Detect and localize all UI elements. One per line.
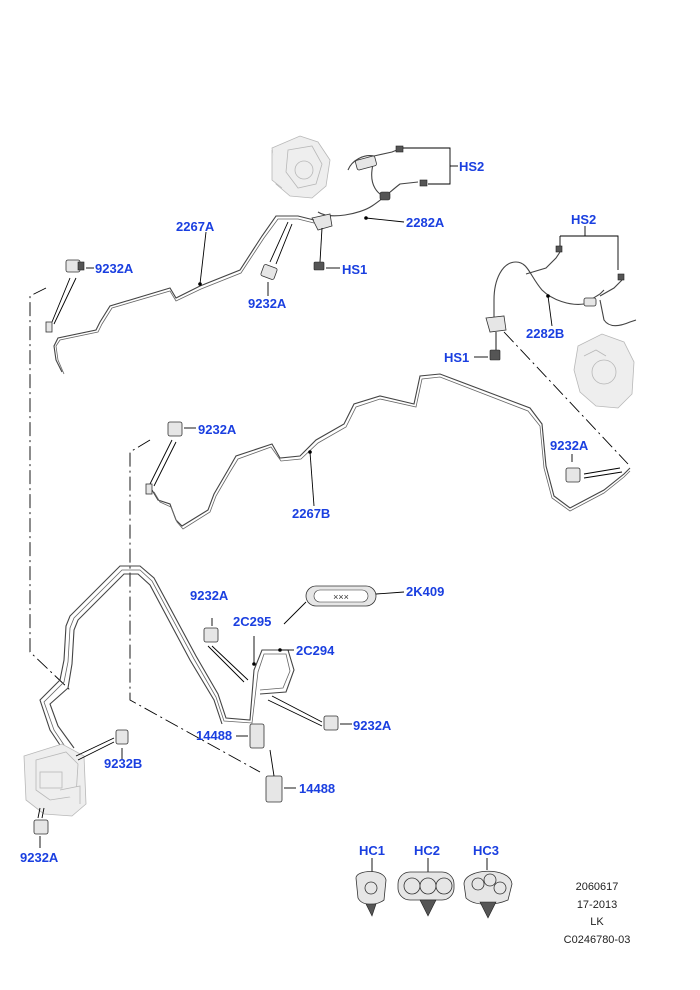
sensor-harness-2282a bbox=[311, 145, 428, 231]
hs2-right-callout bbox=[559, 226, 619, 270]
label-9232a-7: 9232A bbox=[20, 850, 59, 865]
sensor-harness-2282b bbox=[485, 245, 637, 333]
label-2k409: 2K409 bbox=[406, 584, 444, 599]
label-14488-1: 14488 bbox=[196, 728, 232, 743]
ref-line-2: 17-2013 bbox=[577, 899, 617, 911]
hs2-top-callout bbox=[403, 147, 458, 185]
fitting-9232a-7 bbox=[33, 807, 49, 848]
dash-link-right bbox=[503, 331, 629, 465]
clip-hc2 bbox=[397, 858, 455, 917]
clip-hc3 bbox=[463, 858, 513, 919]
label-2c295: 2C295 bbox=[233, 614, 271, 629]
union-14488-1 bbox=[236, 723, 265, 749]
brake-pipe-2267b bbox=[151, 373, 631, 530]
ref-line-4: C0246780-03 bbox=[564, 934, 631, 946]
label-9232a-1: 9232A bbox=[95, 261, 134, 276]
label-hs2-right: HS2 bbox=[571, 212, 596, 227]
label-9232a-5: 9232A bbox=[190, 588, 229, 603]
front-caliper-top bbox=[271, 135, 331, 199]
bolt-hs1-top bbox=[319, 227, 323, 263]
label-hc1: HC1 bbox=[359, 843, 385, 858]
fitting-9232a-1 bbox=[45, 259, 94, 333]
abs-modulator bbox=[23, 743, 87, 817]
label-hs1-right: HS1 bbox=[444, 350, 469, 365]
label-9232a-3: 9232A bbox=[198, 422, 237, 437]
ref-line-1: 2060617 bbox=[576, 881, 619, 893]
grommet-2k409: ××× bbox=[283, 585, 405, 625]
label-hs2-top: HS2 bbox=[459, 159, 484, 174]
svg-text:×××: ××× bbox=[333, 592, 349, 602]
fitting-9232a-3 bbox=[145, 421, 196, 495]
label-2282a: 2282A bbox=[406, 215, 445, 230]
label-9232a-6: 9232A bbox=[353, 718, 392, 733]
clip-hc1 bbox=[355, 858, 387, 917]
label-2267a: 2267A bbox=[176, 219, 215, 234]
fitting-9232a-5 bbox=[203, 618, 249, 683]
label-9232a-4: 9232A bbox=[550, 438, 589, 453]
fitting-9232a-2 bbox=[260, 221, 293, 296]
fitting-9232a-4 bbox=[565, 454, 623, 483]
label-2282b: 2282B bbox=[526, 326, 564, 341]
brake-pipe-2267a bbox=[53, 215, 315, 375]
ref-line-3: LK bbox=[590, 916, 604, 928]
label-2267b: 2267B bbox=[292, 506, 330, 521]
leader-2267b bbox=[309, 451, 315, 507]
label-2c294: 2C294 bbox=[296, 643, 335, 658]
label-9232a-2: 9232A bbox=[248, 296, 287, 311]
label-hs1-top: HS1 bbox=[342, 262, 367, 277]
union-14488-2 bbox=[265, 749, 296, 803]
label-hc3: HC3 bbox=[473, 843, 499, 858]
leader-2282b bbox=[547, 295, 553, 327]
label-9232b: 9232B bbox=[104, 756, 142, 771]
leader-2267a bbox=[199, 231, 207, 285]
dash-link-left bbox=[29, 287, 71, 691]
fitting-9232a-6 bbox=[267, 695, 352, 731]
label-14488-2: 14488 bbox=[299, 781, 335, 796]
fitting-9232b bbox=[75, 729, 129, 761]
rear-caliper-right bbox=[573, 333, 635, 409]
dash-link-center bbox=[129, 439, 261, 773]
leader-2282a bbox=[365, 217, 405, 223]
label-hc2: HC2 bbox=[414, 843, 440, 858]
